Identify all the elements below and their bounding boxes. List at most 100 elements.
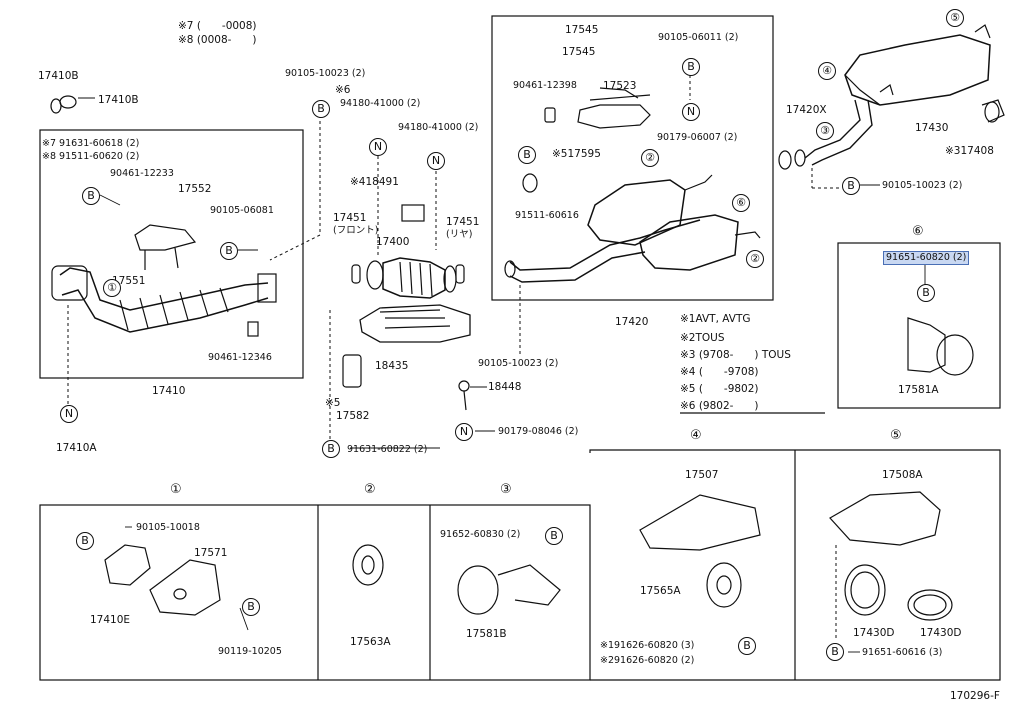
part-17545[interactable]: 17545 bbox=[562, 46, 596, 58]
part-18491[interactable]: ※418491 bbox=[350, 176, 399, 188]
callout-6: ⑥ bbox=[732, 194, 750, 212]
part-17408[interactable]: ※317408 bbox=[945, 145, 994, 157]
callout-3: ③ bbox=[816, 122, 834, 140]
part-90179-06007[interactable]: 90179-06007 (2) bbox=[657, 132, 738, 143]
part-90105-06081[interactable]: 90105-06081 bbox=[210, 205, 274, 216]
callout-1: ① bbox=[103, 279, 121, 297]
part-91652-60830[interactable]: 91652-60830 (2) bbox=[440, 529, 521, 540]
part-17410a[interactable]: 17410A bbox=[56, 442, 97, 454]
callout-2: ② bbox=[641, 149, 659, 167]
part-17430d[interactable]: 17430D bbox=[853, 627, 895, 639]
callout-4: ④ bbox=[818, 62, 836, 80]
legend-1: ※1AVT, AVTG bbox=[680, 313, 751, 325]
marker-b: B bbox=[826, 643, 844, 661]
marker-b: B bbox=[76, 532, 94, 550]
part-91631-60618[interactable]: ※7 91631-60618 (2) bbox=[42, 138, 140, 149]
part-17523[interactable]: 17523 bbox=[603, 80, 637, 92]
part-17571[interactable]: 17571 bbox=[194, 547, 228, 559]
part-17451-rear-sub: (リヤ) bbox=[446, 229, 473, 240]
part-17508a[interactable]: 17508A bbox=[882, 469, 923, 481]
part-90105-10023[interactable]: 90105-10023 (2) bbox=[285, 68, 366, 79]
legend-6: ※6 (9802- ) bbox=[680, 400, 759, 412]
part-90105-10023[interactable]: 90105-10023 (2) bbox=[882, 180, 963, 191]
marker-b: B bbox=[682, 58, 700, 76]
part-91511-60620[interactable]: ※8 91511-60620 (2) bbox=[42, 151, 140, 162]
part-17563a[interactable]: 17563A bbox=[350, 636, 391, 648]
part-91631-60822[interactable]: 91631-60822 (2) bbox=[347, 444, 428, 455]
part-17581b[interactable]: 17581B bbox=[466, 628, 507, 640]
part-17552[interactable]: 17552 bbox=[178, 183, 212, 195]
marker-b: B bbox=[545, 527, 563, 545]
marker-n: N bbox=[682, 103, 700, 121]
marker-b: B bbox=[842, 177, 860, 195]
part-90461-12346[interactable]: 90461-12346 bbox=[208, 352, 272, 363]
part-17410b[interactable]: 17410B bbox=[38, 70, 79, 82]
panel1-number: ① bbox=[170, 482, 182, 497]
marker-b: B bbox=[738, 637, 756, 655]
part-91626-60820-2[interactable]: ※291626-60820 (2) bbox=[600, 655, 695, 666]
marker-b: B bbox=[312, 100, 330, 118]
detail6-frame bbox=[837, 242, 1001, 409]
marker-b: B bbox=[82, 187, 100, 205]
part-94180-41000[interactable]: 94180-41000 (2) bbox=[398, 122, 479, 133]
part-91626-60820-3[interactable]: ※191626-60820 (3) bbox=[600, 640, 695, 651]
note-8: ※8 (0008- ) bbox=[178, 34, 257, 46]
marker-b: B bbox=[242, 598, 260, 616]
part-17430d[interactable]: 17430D bbox=[920, 627, 962, 639]
panel2-number: ② bbox=[364, 482, 376, 497]
part-94180-41000[interactable]: 94180-41000 (2) bbox=[340, 98, 421, 109]
legend-5: ※5 ( -9802) bbox=[680, 383, 759, 395]
callout-5: ⑤ bbox=[946, 9, 964, 27]
part-17565a[interactable]: 17565A bbox=[640, 585, 681, 597]
part-17410b[interactable]: 17410B bbox=[98, 94, 139, 106]
part-17420x[interactable]: 17420X bbox=[786, 104, 827, 116]
marker-b: B bbox=[322, 440, 340, 458]
part-17430[interactable]: 17430 bbox=[915, 122, 949, 134]
part-90105-10018[interactable]: 90105-10018 bbox=[136, 522, 200, 533]
part-17582[interactable]: 17582 bbox=[336, 410, 370, 422]
part-18435[interactable]: 18435 bbox=[375, 360, 409, 372]
part-90179-08046[interactable]: 90179-08046 (2) bbox=[498, 426, 579, 437]
part-91511-60616[interactable]: 91511-60616 bbox=[515, 210, 579, 221]
panel5-number: ⑤ bbox=[890, 428, 902, 443]
part-17410[interactable]: 17410 bbox=[152, 385, 186, 397]
part-17400[interactable]: 17400 bbox=[376, 236, 410, 248]
figure-id: 170296-F bbox=[950, 690, 1000, 702]
part-17595[interactable]: ※517595 bbox=[552, 148, 601, 160]
part-17451-rear[interactable]: 17451 bbox=[446, 216, 480, 228]
part-17420[interactable]: 17420 bbox=[615, 316, 649, 328]
legend-4: ※4 ( -9708) bbox=[680, 366, 759, 378]
marker-b: B bbox=[917, 284, 935, 302]
marker-n: N bbox=[369, 138, 387, 156]
part-17410e[interactable]: 17410E bbox=[90, 614, 131, 626]
part-17581a[interactable]: 17581A bbox=[898, 384, 939, 396]
part-17507[interactable]: 17507 bbox=[685, 469, 719, 481]
bottom-right-frame bbox=[589, 449, 1001, 681]
left-frame bbox=[39, 129, 304, 379]
marker-n: N bbox=[427, 152, 445, 170]
part-17451-front[interactable]: 17451 bbox=[333, 212, 367, 224]
part-90461-12233[interactable]: 90461-12233 bbox=[110, 168, 174, 179]
marker-b: B bbox=[518, 146, 536, 164]
note-5-marker: ※5 bbox=[325, 397, 341, 409]
note-7: ※7 ( -0008) bbox=[178, 20, 257, 32]
part-18448[interactable]: 18448 bbox=[488, 381, 522, 393]
detail6-number: ⑥ bbox=[912, 224, 924, 239]
part-90119-10205[interactable]: 90119-10205 bbox=[218, 646, 282, 657]
legend-2: ※2TOUS bbox=[680, 332, 725, 344]
part-90461-12398[interactable]: 90461-12398 bbox=[513, 80, 577, 91]
panel3-number: ③ bbox=[500, 482, 512, 497]
part-17545[interactable]: 17545 bbox=[565, 24, 599, 36]
bottom-left-frame bbox=[39, 504, 591, 681]
panel4-number: ④ bbox=[690, 428, 702, 443]
part-90105-10023[interactable]: 90105-10023 (2) bbox=[478, 358, 559, 369]
part-91651-60616[interactable]: 91651-60616 (3) bbox=[862, 647, 943, 658]
marker-n: N bbox=[60, 405, 78, 423]
legend-3: ※3 (9708- ) TOUS bbox=[680, 349, 791, 361]
part-91651-60820-highlighted[interactable]: 91651-60820 (2) bbox=[882, 251, 970, 265]
callout-2: ② bbox=[746, 250, 764, 268]
part-90105-06011[interactable]: 90105-06011 (2) bbox=[658, 32, 739, 43]
marker-n: N bbox=[455, 423, 473, 441]
